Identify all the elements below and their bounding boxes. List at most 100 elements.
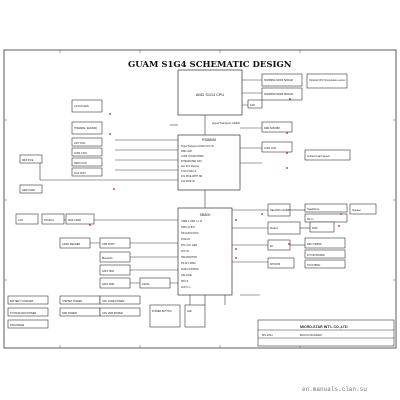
hdd-block [99,264,131,276]
system-power-block [7,307,49,317]
esata-block [139,277,171,289]
ec-label: EC [270,245,274,248]
battery-charger-block [7,295,49,305]
rs880m-label: RS880M [202,138,216,142]
codec-block [267,203,291,217]
chip-power-label: CHIPSET POWER [62,300,82,303]
vga-label: VGA CON [74,172,86,175]
thermal-block [71,121,103,135]
lvds-label: LVDS CON [74,152,87,155]
power-button-block [149,304,181,328]
ms-code: MS-1234 [262,333,273,337]
rtl-block [41,213,65,225]
keyboard-label: INT KEYBOARD [307,254,325,257]
rs880m-line: HyperTransport LINK0 CPU I/F [181,145,215,148]
crt-label: CRT CON [74,142,85,145]
hdd-label: SATA HDD [102,270,114,273]
sb800-line: PCIE CONTROL [181,268,200,271]
mini-card-label: MINI CARD [68,219,81,222]
sodimm1-label: SODIMM1 DDR3 SDRAM [264,79,293,82]
discharge-block [7,319,49,329]
cpu-block [177,69,243,116]
usb-port-label: USB PORT [102,243,115,246]
sb800-line: ASF PCIE [181,274,192,277]
cpu-vrm-label: CPU VRM POWER [102,312,123,315]
led-block [184,304,206,328]
title-block [257,319,395,347]
ambient-block [304,149,351,161]
rs880m-line: LVDS TCON/CTRMS [181,155,204,158]
sb800-line: HW MONITOR [181,256,197,259]
sb800-line: ACPI 1.1 [181,286,191,289]
power-button-label: POWER BUTTON [152,310,172,313]
odd-label: SATA ODD [102,283,114,286]
sb800-line: PS ATX MISC [181,262,196,265]
newcard-block [19,184,43,194]
rs880m-line: 4X1 PCIE WITH SB [181,175,203,178]
rs880m-line: DDI2 GFP [181,150,192,153]
ambient-label: Ambient Light Sensor [307,155,330,158]
sb800-label: SB800 [200,213,211,217]
spi-rom-block [267,257,295,269]
sodimm1-block [261,73,303,87]
sb800-line: RTC CLK GEN [181,244,197,247]
ec-block [267,239,291,251]
cpu-power-label: CPU CORE POWER [102,300,125,303]
sb800-line: HD AUDIO FIFO [181,232,199,235]
touchpad-label: TOUCHPAD [307,264,320,267]
odd-block [99,277,131,289]
headphone-label: Headphone [307,208,320,211]
sb800-block [177,207,233,296]
cpu-label: AMD S1G4 CPU [196,93,225,97]
lvds-gen-label: LVDS CON [264,147,276,150]
keyboard-block [304,249,346,259]
mini-pcie-block [19,154,43,164]
opt-cpu-label: Optional CPU Temperature sensor [309,79,346,82]
kbc-block [304,237,346,249]
headphone-block [304,203,348,213]
crt-block [71,137,103,147]
fan-label: FAN [250,103,255,107]
codec-label: REALTEK ALC888 [270,209,291,212]
lvds-gen-block [261,141,293,153]
modem-label: Modem [270,227,278,230]
border-ticks [4,50,396,348]
company-name: MICRO-STAR INT'L CO.,LTD [300,325,348,329]
sb800-line: PCIE I/F [181,238,191,241]
hdmi-label: HDMI CON [74,162,87,165]
sodimm2-label: SODIMM2 DDR3 SDRAM [264,93,293,96]
watermark-text: en.manuals.clan.su [302,386,367,393]
mic-label: Mic In [307,218,314,221]
thermal-label: THERMAL SENSOR [74,127,97,130]
usb-port-block [99,237,131,249]
cpu-vrm-block [99,307,141,317]
vga-block [71,167,103,177]
rs880m-block [177,134,241,191]
card-reader-block [59,237,91,249]
led-label: LED [187,310,192,313]
clock-gen-label: CLOCK GEN [74,105,89,108]
sb800-line: SATA 4 FIFO [181,226,195,229]
rj45-label: RJ45 [312,227,318,230]
rs880m-line: Rev Pch Memory [181,165,200,168]
touchpad-block [304,259,346,269]
lan-label: LAN [18,219,23,222]
sb800-line: SPI I/F [181,280,189,283]
lan-block [15,213,39,225]
clock-gen-block [71,99,103,113]
speaker-block [349,203,377,215]
rtl-label: RTL8111 [44,219,54,222]
spi-rom-label: SPI ROM [270,263,280,266]
card-reader-label: CARD READER [62,243,80,246]
bluetooth-label: Bluetooth [102,257,113,260]
battery-charger-label: BATTERY CHARGER [10,300,34,303]
cpu-power-block [99,295,141,305]
mini-pcie-label: MINI PCIE [22,159,34,162]
rj45-block [309,221,335,233]
ddr-sodimm-label: DDR SODIMM [264,127,280,130]
newcard-label: NEW CARD [22,189,35,192]
modem-block [267,221,301,235]
discharge-label: DISCHARGE [10,324,25,327]
fan-block [247,99,263,109]
ht-link-label: HyperTransport LINK0 [212,121,240,125]
